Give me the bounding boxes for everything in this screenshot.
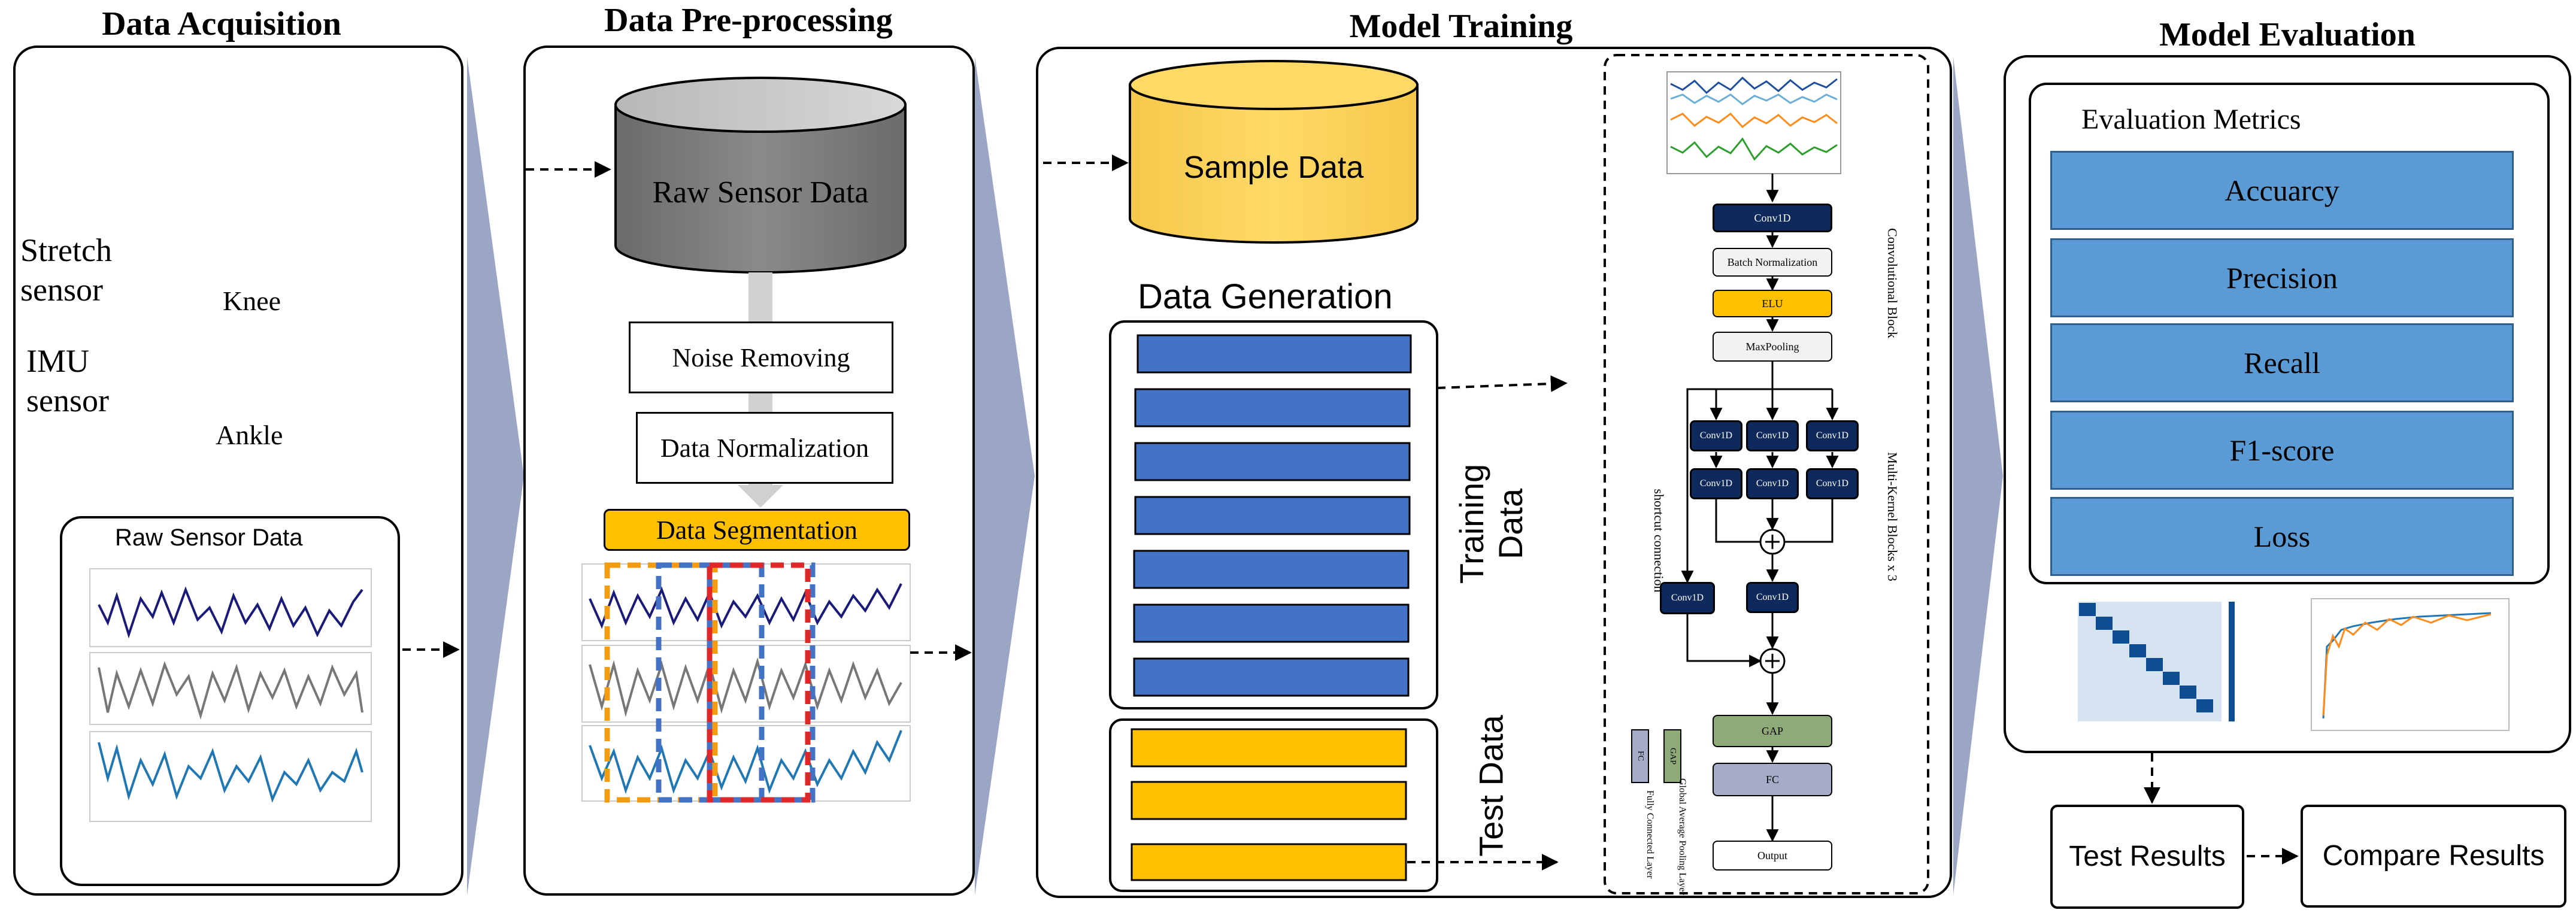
seg-signal-blue [589, 730, 902, 794]
main-conv1d-block: Conv1D [1746, 582, 1799, 613]
confusion-matrix-thumbnail [2059, 599, 2235, 733]
legend-fc-swatch: FC [1631, 729, 1649, 783]
stage-title-acquisition: Data Acquisition [102, 5, 341, 43]
stage-title-training: Model Training [1349, 8, 1573, 45]
signal-gray [98, 660, 363, 720]
stage-title-evaluation: Model Evaluation [2159, 16, 2416, 53]
gap-block: GAP [1713, 715, 1832, 747]
ankle-label: Ankle [216, 420, 283, 450]
maxpooling-block: MaxPooling [1713, 332, 1832, 362]
conv1d-block: Conv1D [1713, 204, 1832, 232]
mk-conv1d-block: Conv1D [1690, 468, 1742, 499]
mk-conv1d-block: Conv1D [1806, 420, 1859, 451]
noise-removing-box: Noise Removing [629, 322, 893, 393]
test-data-group [1109, 718, 1438, 892]
window-red [707, 562, 811, 803]
compare-results-box: Compare Results [2301, 805, 2566, 908]
training-data-group [1109, 320, 1438, 709]
sample-data-cylinder [1129, 60, 1419, 244]
data-segmentation-box: Data Segmentation [604, 509, 910, 551]
seg-signal-navy [589, 583, 902, 629]
mk-conv1d-block: Conv1D [1746, 420, 1799, 451]
metric-accuracy: Accuarcy [2050, 151, 2514, 230]
shortcut-conv1d-block: Conv1D [1660, 582, 1715, 614]
sample-data-label: Sample Data [1183, 150, 1364, 185]
legend-gap-swatch: GAP [1663, 729, 1681, 783]
test-results-box: Test Results [2050, 805, 2244, 909]
metric-loss: Loss [2050, 497, 2514, 576]
mk-conv1d-block: Conv1D [1746, 468, 1799, 499]
knee-label: Knee [223, 286, 281, 316]
mk-conv1d-block: Conv1D [1806, 468, 1859, 499]
signal-navy [98, 586, 363, 639]
network-input-chart [1666, 71, 1841, 174]
raw-data-card-title: Raw Sensor Data [115, 524, 303, 551]
output-block: Output [1713, 841, 1832, 871]
metrics-title: Evaluation Metrics [2081, 104, 2301, 135]
elu-block: ELU [1713, 290, 1832, 317]
metric-recall: Recall [2050, 323, 2514, 402]
training-curve-thumbnail [2311, 598, 2510, 731]
imu-sensor-label: IMU sensor [26, 343, 109, 418]
raw-data-cylinder [614, 77, 907, 274]
fc-block: FC [1713, 763, 1832, 796]
cylinder-label-raw: Raw Sensor Data [652, 175, 869, 210]
stage-title-preprocessing: Data Pre-processing [604, 2, 893, 39]
flow-chevron [975, 57, 1035, 895]
data-generation-title: Data Generation [1138, 277, 1393, 316]
flow-chevron [467, 57, 524, 895]
batchnorm-block: Batch Normalization [1713, 248, 1832, 277]
stretch-sensor-label: Stretch sensor [20, 232, 112, 308]
metric-f1-score: F1-score [2050, 411, 2514, 490]
test-data-bars [1131, 728, 1407, 881]
metric-precision: Precision [2050, 238, 2514, 317]
signal-blue [98, 742, 363, 803]
legend-fc-text: Fully Connected Layer [1645, 790, 1655, 879]
network-frame [1604, 54, 1929, 894]
flow-chevron [1953, 57, 2003, 895]
seg-signal-gray [589, 657, 902, 717]
data-normalization-box: Data Normalization [636, 412, 893, 484]
training-data-bars [1133, 334, 1412, 697]
legend-gap-text: Global Average Pooling Layer [1677, 778, 1687, 895]
mk-conv1d-block: Conv1D [1690, 420, 1742, 451]
